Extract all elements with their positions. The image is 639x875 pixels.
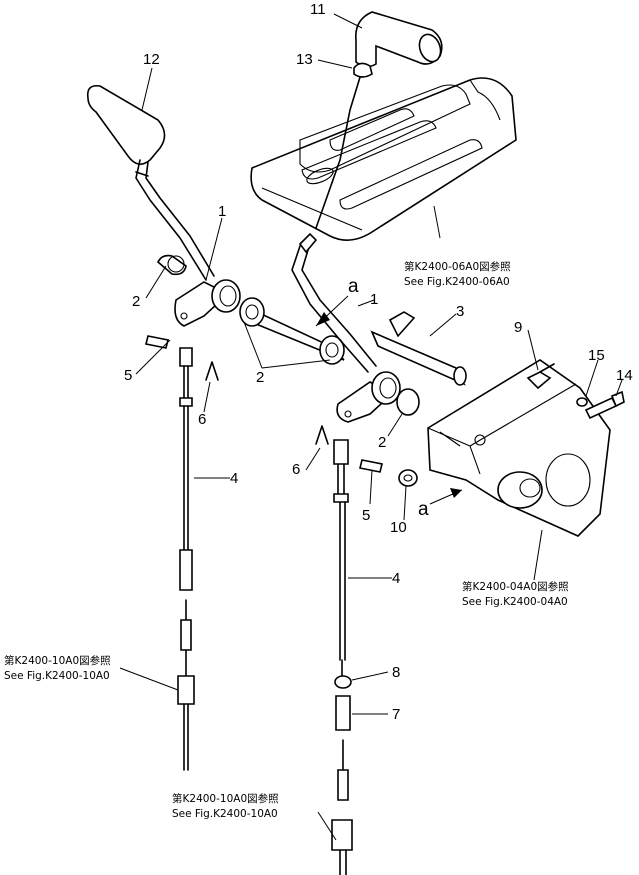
bolt-9 <box>526 363 555 390</box>
label-11: 11 <box>310 1 326 18</box>
bolt-14 <box>584 390 625 420</box>
label-10: 10 <box>390 519 407 536</box>
reference-notes: 第K2400-06A0図参照 See Fig.K2400-06A0 第K2400… <box>4 260 569 820</box>
label-9: 9 <box>514 319 522 336</box>
label-12: 12 <box>143 51 160 68</box>
clip-6-right <box>315 425 329 445</box>
label-5-left: 5 <box>124 367 132 384</box>
arrow-letters: a a <box>348 276 429 520</box>
label-4-right: 4 <box>392 570 400 587</box>
ref-10b-jp: 第K2400-10A0図参照 <box>172 792 279 805</box>
clip-6-left <box>205 361 219 381</box>
ref-10b-en: See Fig.K2400-10A0 <box>172 808 278 820</box>
lever-1-right <box>291 232 420 423</box>
ref-04-en: See Fig.K2400-04A0 <box>462 596 568 608</box>
label-5-right: 5 <box>362 507 370 524</box>
lever-12 <box>86 84 215 281</box>
label-1-left: 1 <box>218 203 226 220</box>
leader-lines <box>119 13 623 841</box>
label-6-right: 6 <box>292 461 300 478</box>
label-13: 13 <box>296 51 313 68</box>
label-2-middle: 2 <box>256 369 264 386</box>
nut-10 <box>398 469 418 487</box>
lever-1-left <box>157 254 241 327</box>
ref-10a-jp: 第K2400-10A0図参照 <box>4 654 111 667</box>
ref-06-en: See Fig.K2400-06A0 <box>404 276 510 288</box>
pin-5-left <box>145 335 169 349</box>
label-7: 7 <box>392 706 400 723</box>
ref-04-jp: 第K2400-04A0図参照 <box>462 580 569 593</box>
label-2-right: 2 <box>378 434 386 451</box>
letter-a-right: a <box>418 499 429 520</box>
rod-4-left <box>177 347 195 771</box>
washer-15 <box>576 397 588 407</box>
label-3: 3 <box>456 303 464 320</box>
arrow-a-right <box>429 488 463 505</box>
bracket <box>427 359 611 537</box>
label-6-left: 6 <box>198 411 206 428</box>
label-14: 14 <box>616 367 633 384</box>
rod-4-right <box>331 439 353 875</box>
pin-5-right <box>359 459 383 473</box>
cover-plate <box>250 77 517 241</box>
arrow-a-top <box>315 295 349 327</box>
label-2-left: 2 <box>132 293 140 310</box>
part-labels: 11 13 12 1 1 2 2 2 3 4 4 5 5 6 6 7 8 9 1… <box>124 1 633 723</box>
label-1-right: 1 <box>370 291 378 308</box>
letter-a-top: a <box>348 276 359 297</box>
label-8: 8 <box>392 664 400 681</box>
lever-11 <box>315 11 443 229</box>
shaft-bushing-middle <box>239 297 345 365</box>
label-4-left: 4 <box>230 470 238 487</box>
shaft-3 <box>370 311 467 386</box>
label-15: 15 <box>588 347 605 364</box>
ref-06-jp: 第K2400-06A0図参照 <box>404 260 511 273</box>
ref-10a-en: See Fig.K2400-10A0 <box>4 670 110 682</box>
